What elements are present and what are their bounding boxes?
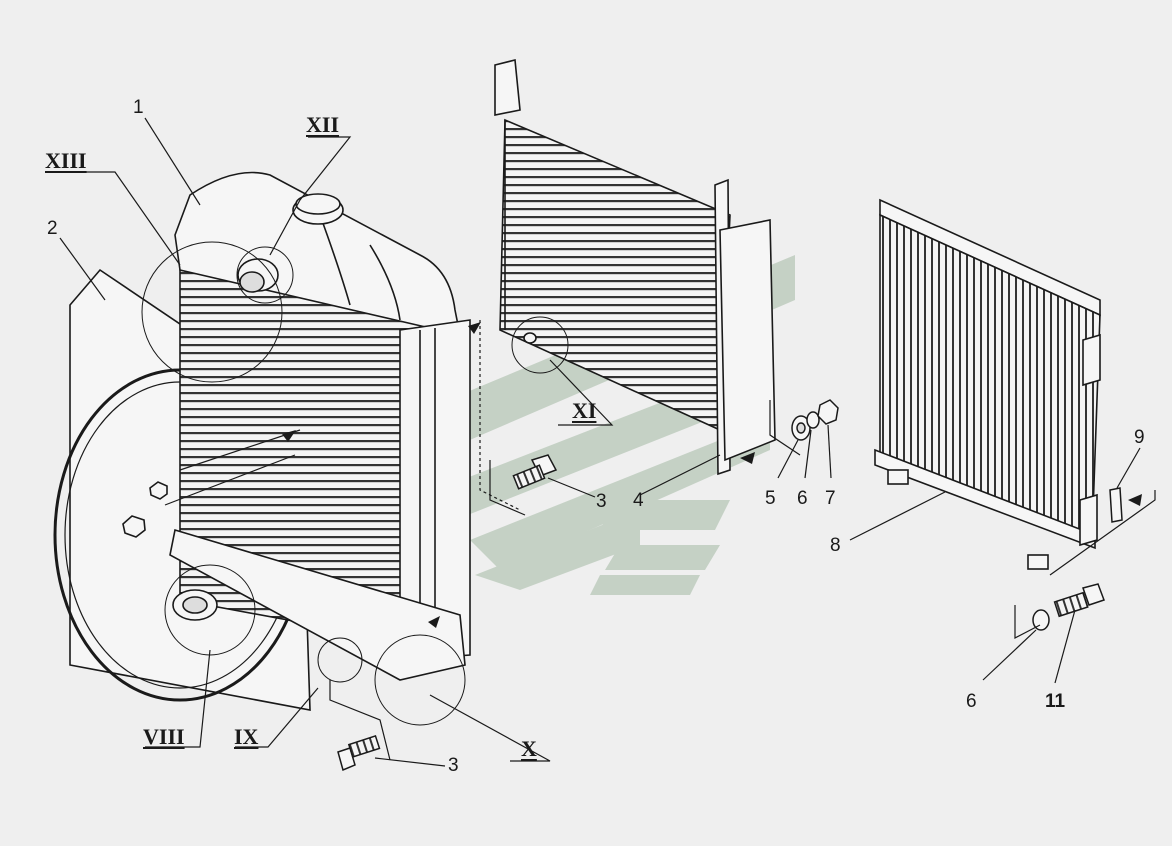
condenser-unit [494,58,776,476]
detail-circle-ix [317,637,363,683]
bolt-11 [1053,583,1105,618]
fasteners [337,399,1123,772]
callout-6-upper: 6 [797,488,808,509]
washer-6-lower [1032,609,1050,631]
callout-2: 2 [47,218,58,239]
washer-6 [806,411,820,429]
view-label-viii: VIII [143,724,185,749]
oil-cooler [874,198,1101,570]
callout-3-upper: 3 [596,491,607,512]
view-label-xii: XII [306,112,340,137]
detail-circle-xi [511,316,569,374]
view-label-ix: IX [234,724,259,749]
detail-circle-xii [236,246,294,304]
top-tank [174,171,462,337]
leader-lines [45,117,1156,767]
callout-6-lower: 6 [966,691,977,712]
detail-circle-xiii [141,241,283,383]
callout-7: 7 [825,488,836,509]
bolt-3-upper [512,454,558,490]
view-label-xi: XI [572,398,597,423]
callout-11: 11 [1045,691,1066,712]
callout-3-lower: 3 [448,755,459,776]
callout-8: 8 [830,535,841,556]
nut-7 [817,399,839,425]
detail-circle-x [374,634,466,726]
nut [122,515,146,538]
callout-9: 9 [1134,427,1145,448]
bracket-9 [1109,487,1123,523]
callout-4: 4 [633,490,644,511]
callout-5: 5 [765,488,776,509]
bottom-tank [169,528,466,681]
radiator-assembly [53,171,471,726]
callout-1: 1 [133,97,144,118]
view-label-xiii: XIII [45,148,87,173]
bolt-3-lower [337,735,381,772]
view-label-x: X [521,736,537,761]
arrows [282,322,1142,628]
